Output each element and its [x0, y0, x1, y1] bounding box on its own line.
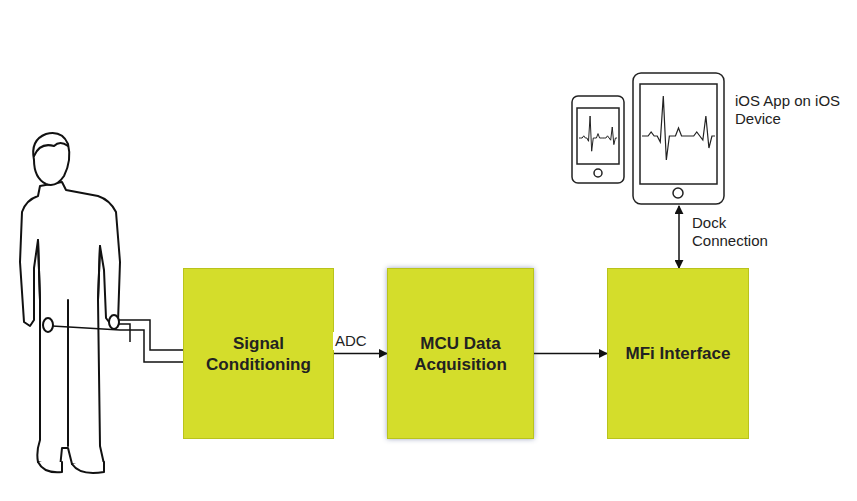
connector-arrow: [534, 353, 607, 355]
lead-wire: [118, 320, 183, 350]
connector-arrow: [678, 206, 680, 268]
phone-screen: [577, 108, 619, 164]
device-icon: iOS App on iOS Device: [566, 70, 848, 206]
electrode: [109, 315, 119, 329]
edge-label: ADC: [333, 332, 369, 350]
process-box: MCU Data Acquisition: [387, 268, 534, 439]
lead-wire: [118, 324, 130, 342]
edge-label: Dock Connection: [690, 214, 794, 250]
tablet-screen: [640, 84, 717, 184]
person-leg-line: [67, 300, 69, 446]
person-foot: [38, 462, 62, 472]
tablet-button: [673, 188, 683, 198]
person-head: [33, 133, 69, 185]
device-outline: [566, 70, 848, 206]
phone-button: [594, 169, 602, 177]
box-label: MCU Data Acquisition: [388, 333, 533, 375]
person-body: [20, 182, 120, 468]
box-label: MFi Interface: [616, 343, 741, 364]
connector-arrow: [334, 353, 387, 355]
lead-wire: [52, 326, 183, 362]
person-hair: [34, 143, 68, 156]
device-label: iOS App on iOS Device: [735, 92, 843, 128]
process-box: MFi Interface: [607, 268, 749, 439]
ecg-trace: [579, 116, 617, 151]
phone-outline: [572, 96, 624, 183]
ecg-trace: [642, 96, 715, 160]
electrode: [43, 318, 53, 332]
person-foot: [72, 462, 104, 473]
person-arm-line: [38, 240, 100, 300]
box-label: Signal Conditioning: [184, 333, 333, 375]
tablet-outline: [633, 73, 724, 204]
process-box: Signal Conditioning: [183, 268, 334, 439]
